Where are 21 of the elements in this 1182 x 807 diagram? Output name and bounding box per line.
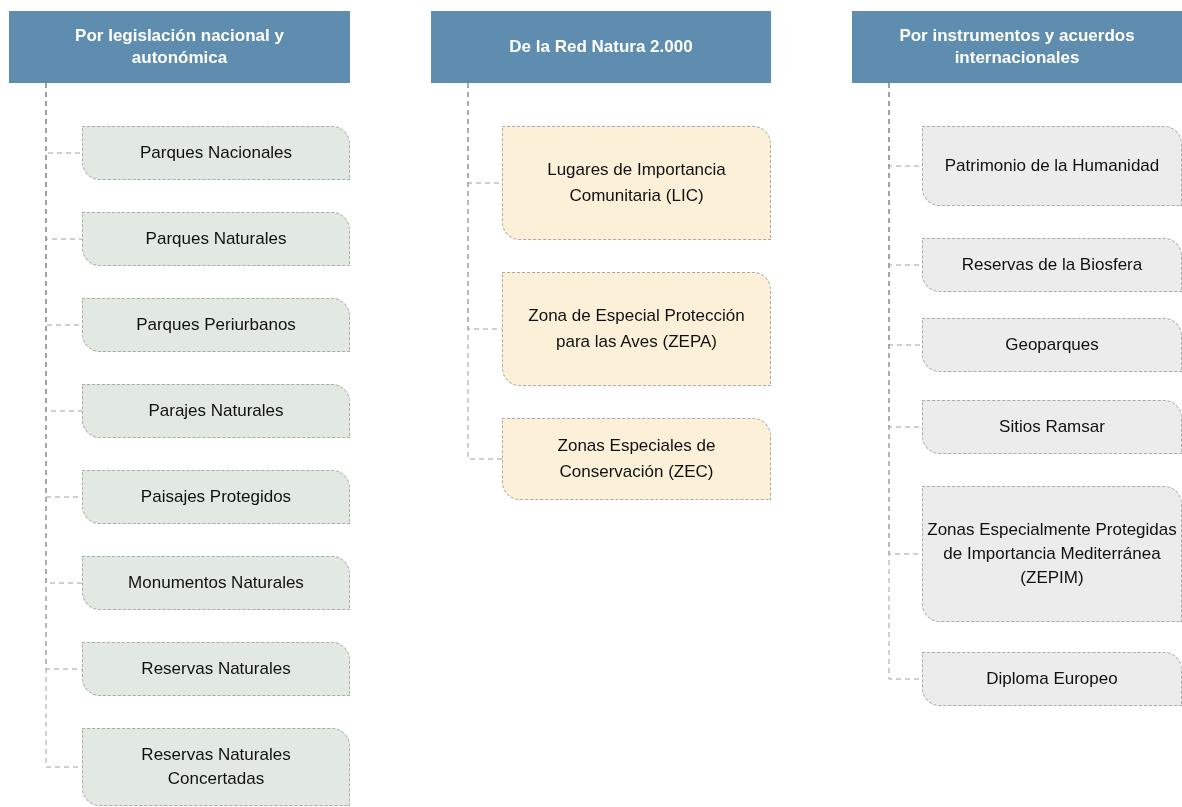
header-box: Por legislación nacional y autonómica [9, 11, 350, 83]
category-box: Geoparques [922, 318, 1182, 372]
category-box: Reservas de la Biosfera [922, 238, 1182, 292]
category-box: Sitios Ramsar [922, 400, 1182, 454]
category-box: Diploma Europeo [922, 652, 1182, 706]
category-box: Patrimonio de la Humanidad [922, 126, 1182, 206]
category-box: Parques Naturales [82, 212, 350, 266]
category-box: Parajes Naturales [82, 384, 350, 438]
category-box: Parques Periurbanos [82, 298, 350, 352]
category-box: Reservas Naturales Concertadas [82, 728, 350, 806]
category-box: Paisajes Protegidos [82, 470, 350, 524]
category-box: Parques Nacionales [82, 126, 350, 180]
header-box: De la Red Natura 2.000 [431, 11, 771, 83]
header-box: Por instrumentos y acuerdos internacionales [852, 11, 1182, 83]
category-box: Zona de Especial Protección para las Aves (ZEPA) [502, 272, 771, 386]
category-box: Zonas Especialmente Protegidas de Importancia Mediterránea (ZEPIM) [922, 486, 1182, 622]
category-box: Reservas Naturales [82, 642, 350, 696]
connector-line [467, 82, 503, 460]
category-box: Lugares de Importancia Comunitaria (LIC) [502, 126, 771, 240]
category-box: Zonas Especiales de Conservación (ZEC) [502, 418, 771, 500]
category-box: Monumentos Naturales [82, 556, 350, 610]
